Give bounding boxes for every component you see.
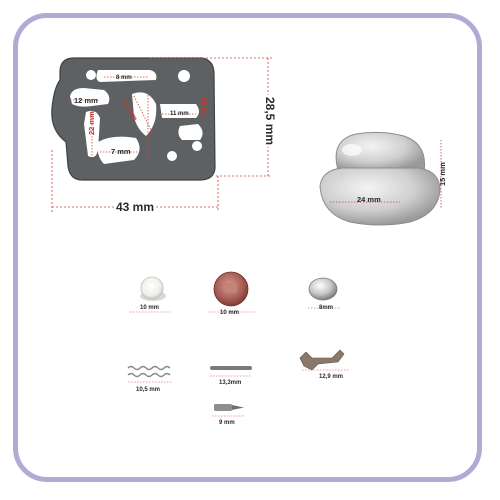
spring-label: 10,5 mm bbox=[136, 387, 161, 393]
lever bbox=[299, 349, 345, 371]
gasket-hole-bottom bbox=[97, 136, 140, 164]
white-disc-body bbox=[140, 276, 164, 300]
gasket-height-label: 28,5 mm bbox=[263, 95, 277, 148]
gasket-hole-label-center-small: 11 mm bbox=[170, 111, 189, 117]
gasket-hole-center bbox=[132, 92, 157, 136]
needle-valve-label: 9 mm bbox=[219, 420, 235, 426]
metal-cap-body bbox=[308, 277, 338, 301]
gasket-hole-top bbox=[96, 70, 157, 82]
white-disc bbox=[140, 276, 166, 301]
gasket bbox=[51, 57, 216, 181]
primer-bulb-width-label: 24 mm bbox=[357, 195, 381, 204]
primer-bulb-height-label: 15 mm bbox=[438, 162, 447, 186]
gasket-width-label: 43 mm bbox=[114, 200, 157, 214]
gasket-dimensions bbox=[51, 57, 272, 212]
metal-cap bbox=[308, 277, 338, 301]
spring-coil-bottom bbox=[127, 372, 171, 378]
pin-label: 13,3mm bbox=[219, 380, 242, 386]
red-diaphragm bbox=[213, 271, 249, 307]
primer-bulb-highlight bbox=[342, 144, 362, 156]
primer-bulb-dome bbox=[335, 131, 426, 173]
metal-cap-label: 8mm bbox=[319, 305, 334, 311]
gasket-hole-label-top: 8 mm bbox=[116, 75, 132, 81]
primer-bulb-dimensions bbox=[330, 140, 442, 208]
primer-bulb-flange bbox=[319, 167, 441, 226]
lever-label: 12,9 mm bbox=[319, 374, 344, 380]
spring bbox=[127, 365, 171, 378]
gasket-hole-label-left: 12 mm bbox=[74, 96, 98, 105]
gasket-screw-hole-3 bbox=[192, 141, 202, 151]
gasket-hole-center-strip bbox=[160, 104, 199, 118]
needle-valve-tip bbox=[232, 405, 244, 410]
pin bbox=[210, 366, 252, 370]
primer-bulb bbox=[319, 131, 441, 226]
gasket-hole-label-left-vertical: 22 mm bbox=[87, 111, 96, 135]
red-diaphragm-label: 10 mm bbox=[220, 310, 240, 316]
gasket-hole-label-center-vertical: 18 mm bbox=[200, 97, 209, 121]
needle-valve bbox=[214, 404, 244, 411]
spring-coil-top bbox=[127, 365, 171, 371]
gasket-screw-hole-1 bbox=[178, 70, 190, 82]
white-disc-label: 10 mm bbox=[140, 305, 160, 311]
gasket-hole-right bbox=[178, 124, 203, 140]
needle-valve-body bbox=[214, 404, 232, 411]
gasket-screw-hole-2 bbox=[86, 70, 96, 80]
gasket-hole-left bbox=[70, 88, 110, 107]
red-diaphragm-center bbox=[225, 283, 237, 293]
gasket-screw-hole-4 bbox=[167, 151, 177, 161]
lever-body bbox=[299, 349, 345, 371]
gasket-hole-label-bottom: 7 mm bbox=[111, 147, 131, 156]
pin-body bbox=[210, 366, 252, 370]
hole-dim-center-diagonal bbox=[133, 95, 153, 133]
